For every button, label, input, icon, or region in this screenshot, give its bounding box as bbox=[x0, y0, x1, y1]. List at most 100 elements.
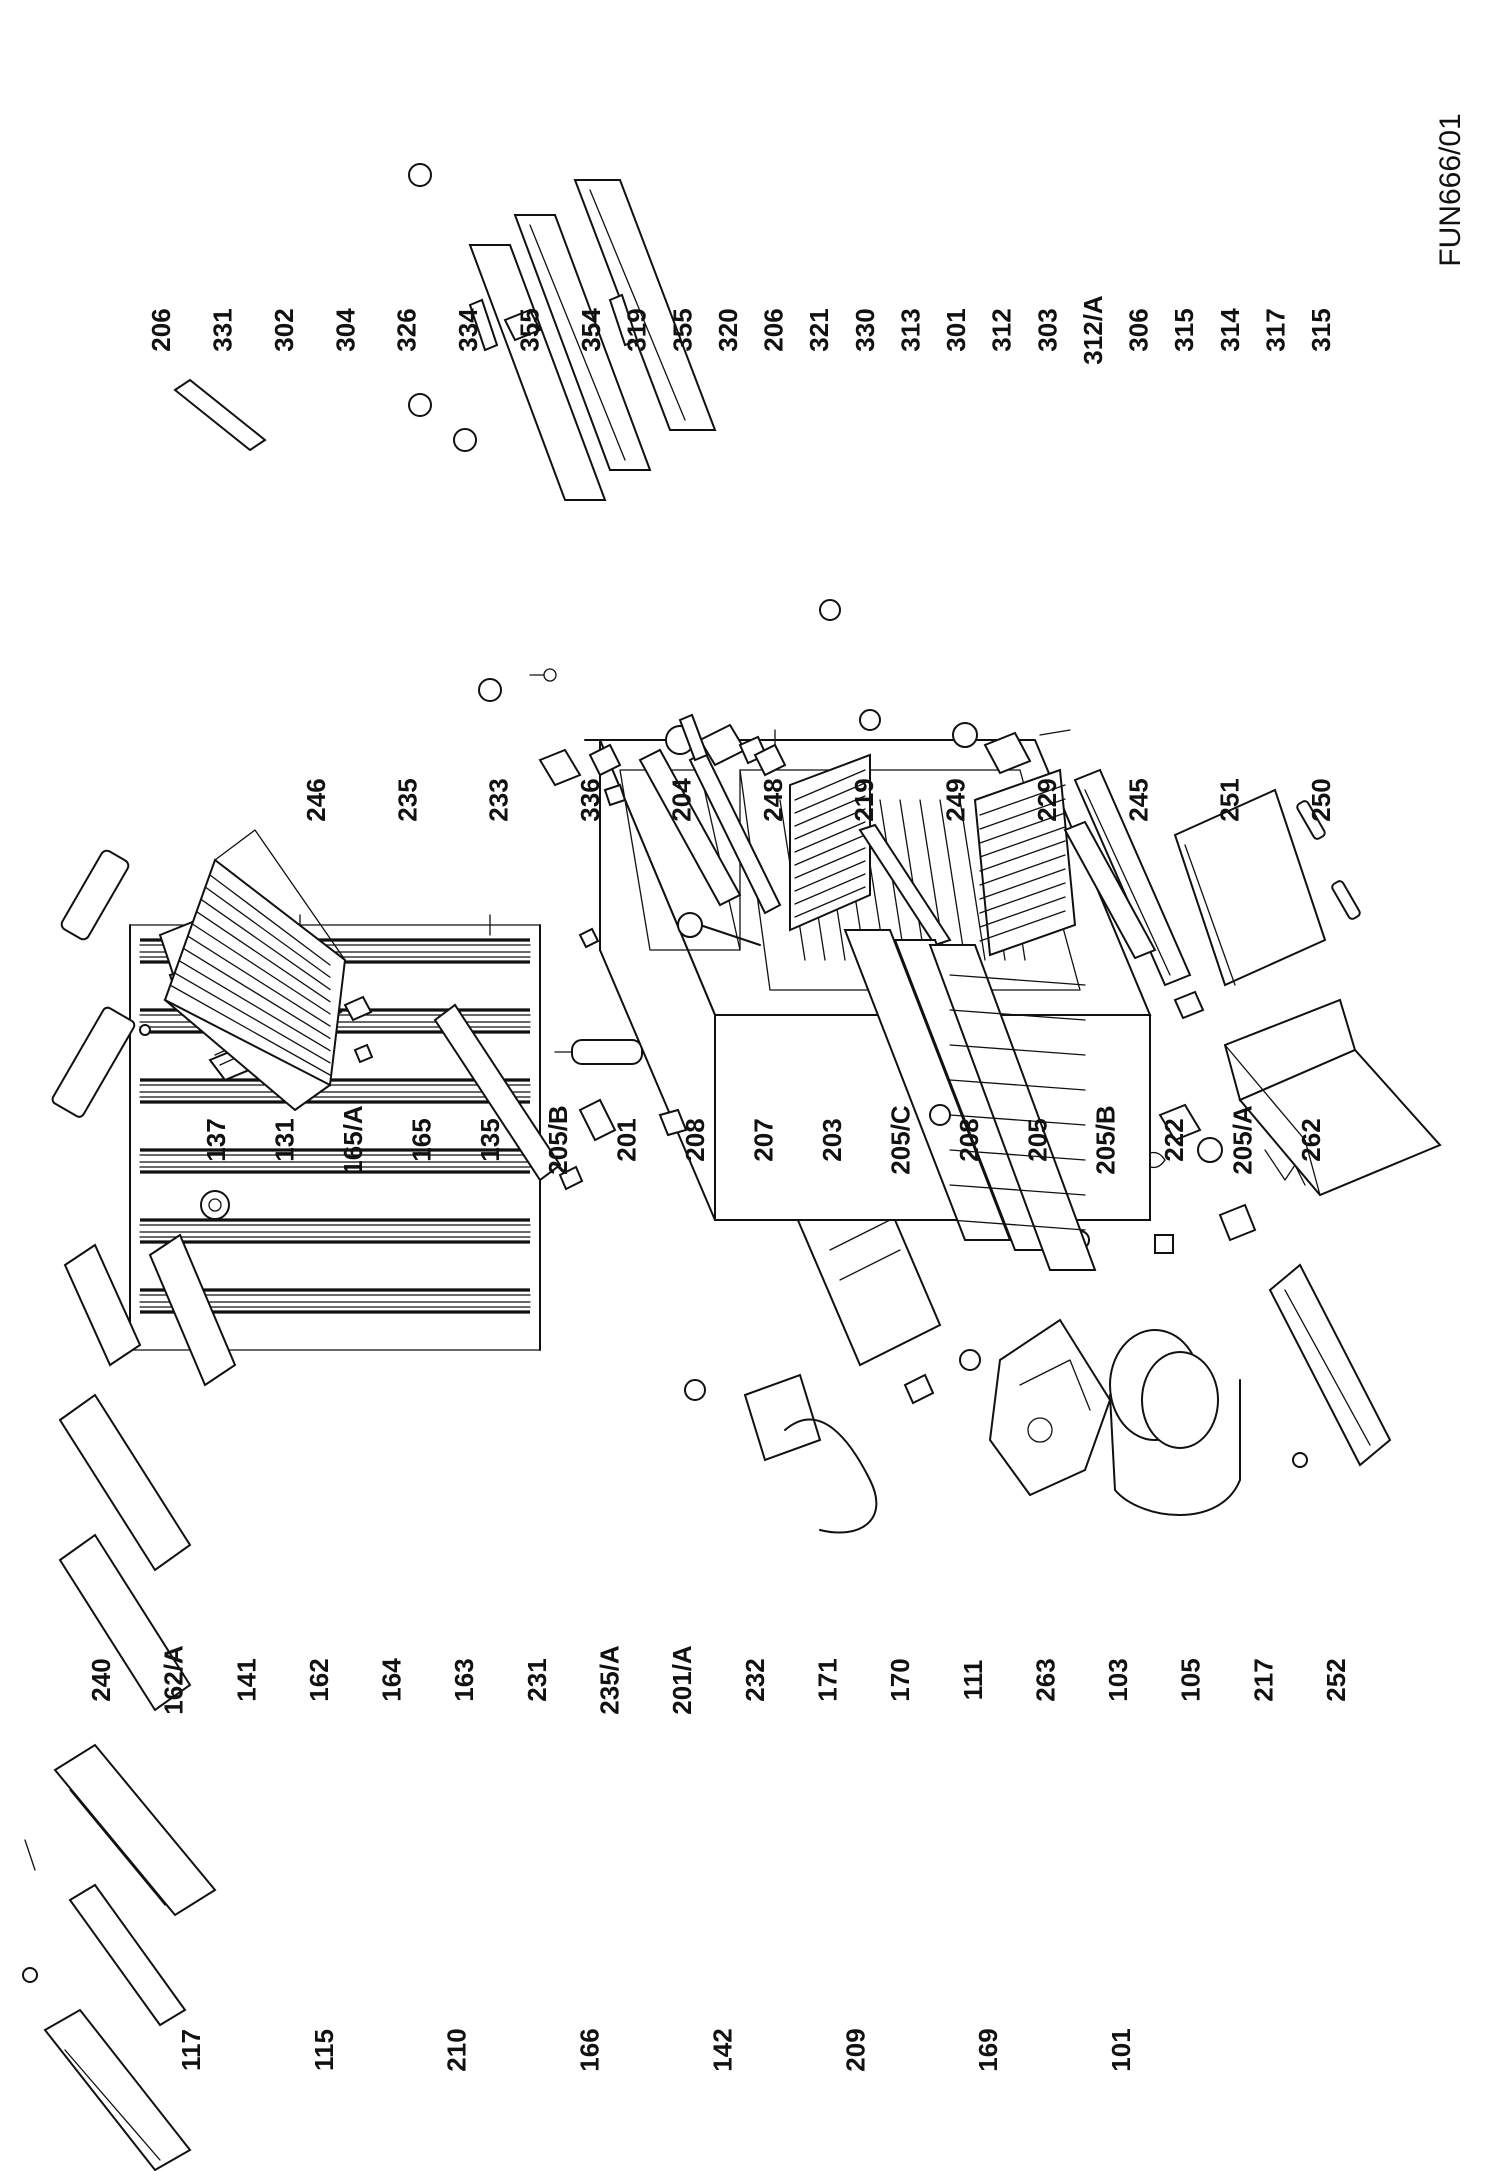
part-label: 208 bbox=[954, 1118, 984, 1161]
freezer-basket bbox=[163, 829, 347, 1112]
part-label: 170 bbox=[885, 1658, 915, 1701]
part-label: 312 bbox=[987, 308, 1017, 351]
filter-drier bbox=[554, 1039, 661, 1065]
part-142 bbox=[784, 1418, 878, 1534]
part-label: 206 bbox=[759, 308, 789, 351]
part-label: 306 bbox=[1124, 308, 1154, 351]
part-label: 246 bbox=[301, 778, 331, 821]
part-label: 263 bbox=[1030, 1658, 1060, 1701]
part-label: 135 bbox=[475, 1118, 505, 1161]
part-label: 319 bbox=[622, 308, 652, 351]
part-label: 115 bbox=[309, 2029, 339, 2071]
part-label: 201/A bbox=[667, 1645, 697, 1715]
part-label: 169 bbox=[973, 2028, 1003, 2071]
part-label: 354 bbox=[576, 308, 606, 352]
part-label: 336 bbox=[575, 778, 605, 821]
part-label: 301 bbox=[941, 308, 971, 351]
part-label: 103 bbox=[1103, 1658, 1133, 1701]
door-bins bbox=[22, 1233, 237, 2171]
part-label: 315 bbox=[1169, 308, 1199, 351]
adjustable-foot bbox=[1158, 1103, 1223, 1163]
part-label: 304 bbox=[330, 308, 360, 352]
part-label: 217 bbox=[1248, 1658, 1278, 1701]
part-label: 355 bbox=[667, 308, 697, 351]
part-166 bbox=[743, 1373, 822, 1462]
part-label: 207 bbox=[749, 1118, 779, 1161]
part-label: 334 bbox=[453, 308, 483, 352]
part-label: 231 bbox=[522, 1658, 552, 1701]
hinges-and-brackets bbox=[529, 668, 1361, 1020]
compressor bbox=[1109, 1329, 1241, 1516]
part-label: 235/A bbox=[595, 1645, 625, 1715]
part-label: 235 bbox=[392, 778, 422, 821]
part-label: 330 bbox=[850, 308, 880, 351]
part-label: 201 bbox=[612, 1118, 642, 1161]
part-label: 326 bbox=[392, 308, 422, 351]
part-label: 222 bbox=[1159, 1118, 1189, 1161]
part-label: 162/A bbox=[159, 1645, 189, 1715]
part-label: 302 bbox=[269, 308, 299, 351]
part-label: 131 bbox=[269, 1118, 299, 1161]
part-label: 171 bbox=[813, 1658, 843, 1701]
part-label: 163 bbox=[449, 1658, 479, 1701]
part-label: 162 bbox=[304, 1658, 334, 1701]
part-label: 101 bbox=[1106, 2028, 1136, 2071]
part-label: 320 bbox=[713, 308, 743, 351]
part-label: 251 bbox=[1215, 778, 1245, 821]
part-label: 317 bbox=[1260, 308, 1290, 351]
compressor-tray bbox=[988, 1318, 1112, 1497]
part-label: 303 bbox=[1032, 308, 1062, 351]
part-label: 166 bbox=[575, 2028, 605, 2071]
part-label: 315 bbox=[1306, 308, 1336, 351]
part-label: 206 bbox=[146, 308, 176, 351]
part-label: 314 bbox=[1215, 308, 1245, 352]
part-label: 249 bbox=[941, 778, 971, 821]
part-label: 209 bbox=[840, 2028, 870, 2071]
part-label: 354 bbox=[576, 308, 606, 352]
part-label: 240 bbox=[86, 1658, 116, 1701]
wire-shelf-lower bbox=[973, 768, 1157, 960]
part-label: 137 bbox=[201, 1118, 231, 1161]
clip-part bbox=[578, 1098, 617, 1142]
part-label: 204 bbox=[667, 778, 697, 822]
part-label: 208 bbox=[680, 1118, 710, 1161]
part-label: 252 bbox=[1321, 1658, 1351, 1701]
part-label: 245 bbox=[1123, 778, 1153, 821]
freezer-door bbox=[173, 163, 717, 702]
top-rail bbox=[433, 1003, 562, 1182]
part-label: 165/A bbox=[338, 1105, 368, 1175]
part-label: 205/B bbox=[1091, 1105, 1121, 1174]
glass-shelf bbox=[1173, 788, 1327, 987]
crisper-drawer bbox=[1223, 998, 1442, 1197]
part-label: 205 bbox=[1022, 1118, 1052, 1161]
part-label: 233 bbox=[484, 778, 514, 821]
part-label: 205/C bbox=[885, 1105, 915, 1175]
part-label: 205/B bbox=[543, 1105, 573, 1174]
part-label: 355 bbox=[515, 308, 545, 351]
part-label: 262 bbox=[1296, 1118, 1326, 1161]
part-label: 248 bbox=[758, 778, 788, 821]
part-210 bbox=[684, 1379, 706, 1401]
part-label: 205/A bbox=[1228, 1105, 1258, 1175]
part-label: 203 bbox=[817, 1118, 847, 1161]
base-rail bbox=[1268, 1263, 1392, 1468]
part-label: 142 bbox=[707, 2028, 737, 2071]
part-label: 229 bbox=[1032, 778, 1062, 821]
fridge-door bbox=[678, 599, 1097, 1371]
part-209 bbox=[903, 1373, 935, 1405]
part-label: 250 bbox=[1306, 778, 1336, 821]
part-label: 210 bbox=[442, 2028, 472, 2071]
part-label: 165 bbox=[406, 1118, 436, 1161]
part-label: 219 bbox=[849, 778, 879, 821]
part-label: 111 bbox=[958, 1660, 988, 1701]
part-label: 313 bbox=[895, 308, 925, 351]
part-label: 232 bbox=[740, 1658, 770, 1701]
wire-shelf-upper bbox=[789, 753, 952, 947]
part-label: 164 bbox=[377, 1658, 407, 1702]
part-label: 331 bbox=[207, 308, 237, 351]
part-label: 105 bbox=[1176, 1658, 1206, 1701]
part-label: 312/A bbox=[1078, 295, 1108, 365]
part-label: 321 bbox=[804, 308, 834, 351]
drawing-code: FUN666/01 bbox=[1434, 113, 1467, 266]
